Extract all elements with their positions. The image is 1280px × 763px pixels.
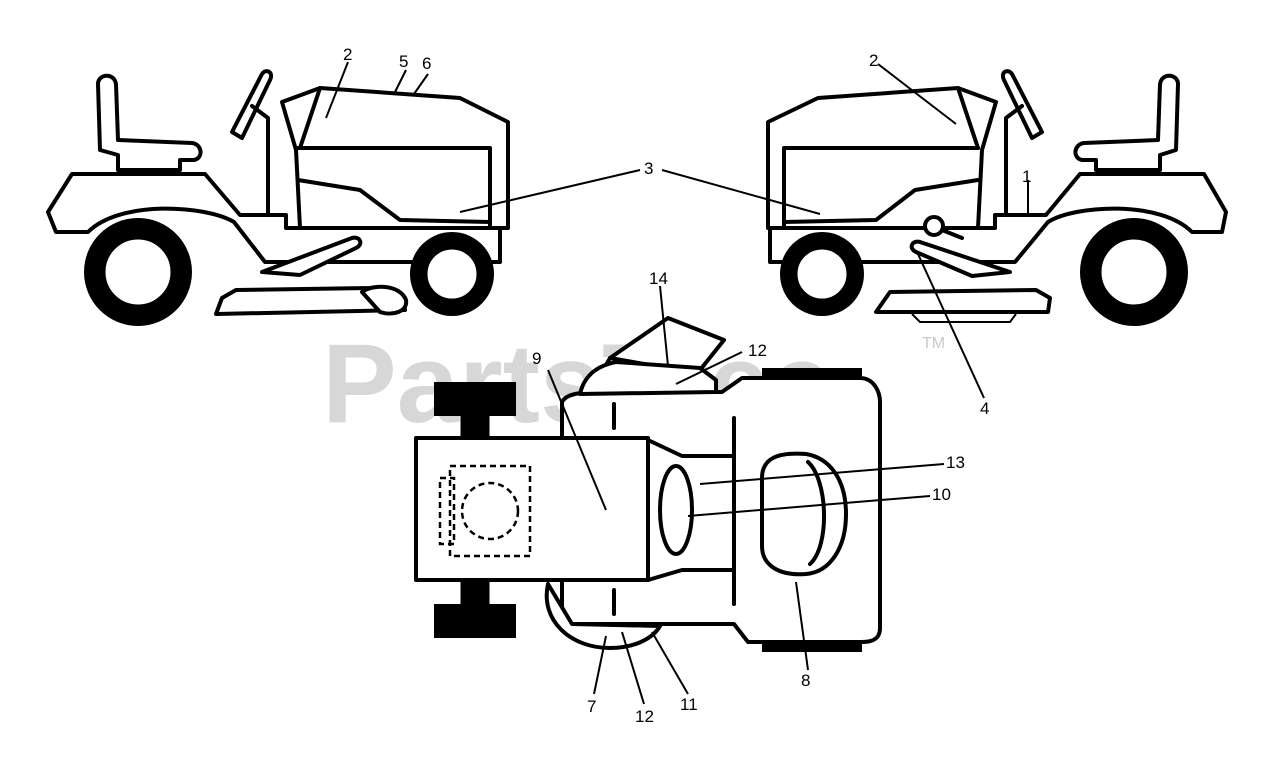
top-hood-oval <box>760 451 848 577</box>
callout-4: 4 <box>980 399 989 418</box>
right-seat <box>1073 73 1180 172</box>
left-chute <box>360 284 409 316</box>
tractor-right-side-view <box>766 69 1228 326</box>
callout-9: 9 <box>532 349 541 368</box>
callout-6: 6 <box>422 54 431 73</box>
right-lever-knob <box>923 215 945 237</box>
left-hood <box>280 86 510 230</box>
tractor-left-side-view <box>46 69 510 326</box>
callout-8: 8 <box>801 671 810 690</box>
right-rear-fender <box>768 172 1228 264</box>
callout-13: 13 <box>946 453 965 472</box>
callout-10: 10 <box>932 485 951 504</box>
callout-11: 11 <box>680 695 698 714</box>
callout-12-bottom: 12 <box>635 707 654 726</box>
callout-numbers: 2 5 6 3 2 1 4 14 12 9 13 10 8 7 12 11 <box>343 45 1031 726</box>
left-hood-side <box>296 178 492 224</box>
callout-14: 14 <box>649 269 668 288</box>
callout-1: 1 <box>1022 167 1031 186</box>
tractor-top-view <box>414 316 882 652</box>
top-rear-wheel-lower <box>434 604 516 638</box>
top-rear-wheel-upper <box>434 382 516 416</box>
callout-2-left: 2 <box>343 45 352 64</box>
top-steering <box>658 464 694 556</box>
watermark-trademark: TM <box>922 335 945 352</box>
right-pedal <box>909 239 1012 278</box>
right-hood <box>766 86 998 230</box>
right-deck <box>874 288 1052 314</box>
top-rear-fender <box>414 436 650 582</box>
left-pedal <box>260 235 363 277</box>
top-seat-circle <box>460 481 520 541</box>
callout-12-top: 12 <box>748 341 767 360</box>
leader-lines <box>325 61 1029 705</box>
right-hood-line <box>782 146 980 230</box>
callout-7: 7 <box>587 697 596 716</box>
top-deck-upper <box>578 360 718 396</box>
left-rear-fender <box>46 172 502 264</box>
top-seat <box>448 464 532 558</box>
callout-3: 3 <box>644 159 653 178</box>
left-hood-line <box>296 146 492 230</box>
callout-2-right: 2 <box>869 51 878 70</box>
top-deck-lower <box>544 582 662 650</box>
left-seat <box>96 73 203 172</box>
callout-5: 5 <box>399 52 408 71</box>
